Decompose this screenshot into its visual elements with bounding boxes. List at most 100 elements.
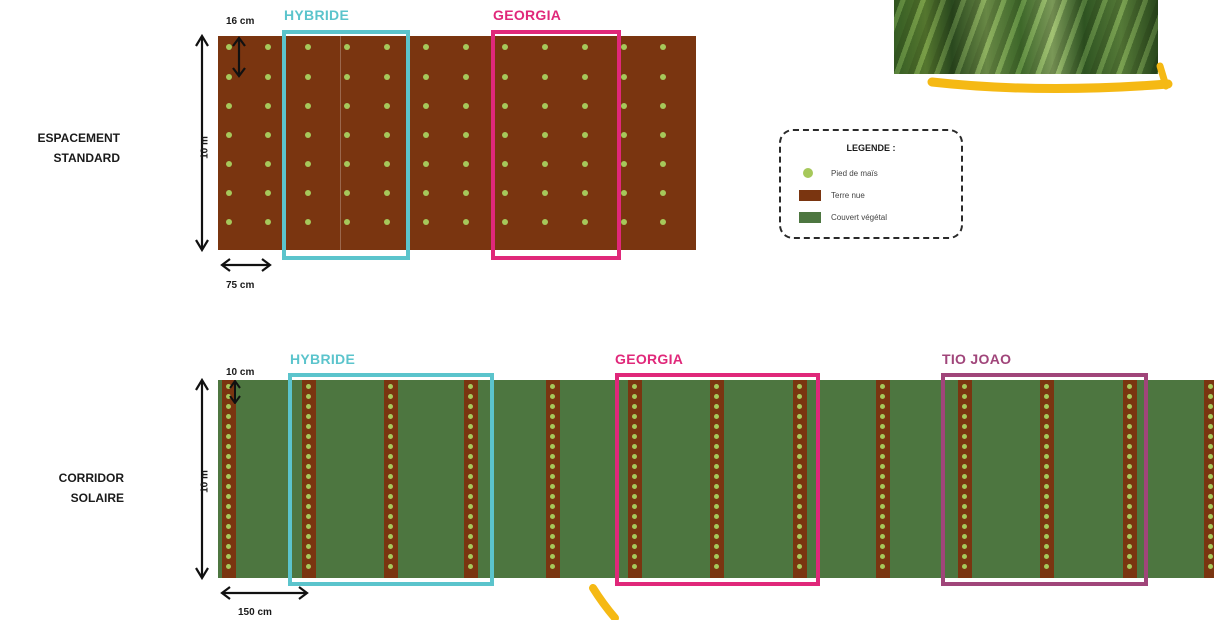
corridor-interrow-label: 150 cm xyxy=(238,607,272,618)
maize-plant xyxy=(226,219,232,225)
bare-soil-swatch xyxy=(799,190,821,201)
maize-plant xyxy=(660,44,666,50)
maize-plant xyxy=(423,44,429,50)
maize-plant xyxy=(226,464,231,469)
maize-plant xyxy=(1208,494,1213,499)
maize-plant xyxy=(880,424,885,429)
corridor-label-line1: CORRIDOR xyxy=(0,468,124,488)
maize-plant xyxy=(621,74,627,80)
maize-plant xyxy=(550,434,555,439)
maize-plant xyxy=(463,132,469,138)
maize-plant xyxy=(1208,504,1213,509)
maize-plant xyxy=(226,494,231,499)
maize-plant xyxy=(621,103,627,109)
standard-side-label: ESPACEMENT STANDARD xyxy=(0,128,120,168)
standard-height-label: 10 m xyxy=(200,133,211,163)
maize-plant xyxy=(880,484,885,489)
maize-plant xyxy=(880,514,885,519)
maize-plant xyxy=(1208,564,1213,569)
maize-plant xyxy=(226,414,231,419)
maize-plant xyxy=(880,464,885,469)
corridor-tio-joao-box xyxy=(941,373,1148,586)
standard-label-line1: ESPACEMENT xyxy=(0,128,120,148)
maize-plant xyxy=(550,454,555,459)
maize-plant xyxy=(621,219,627,225)
maize-plant xyxy=(423,132,429,138)
maize-plant xyxy=(621,44,627,50)
corridor-side-label: CORRIDOR SOLAIRE xyxy=(0,468,124,508)
maize-plant xyxy=(880,394,885,399)
maize-plant xyxy=(265,44,271,50)
maize-plant xyxy=(1208,384,1213,389)
legend-item-cover: Couvert végétal xyxy=(799,210,887,224)
maize-plant xyxy=(1208,514,1213,519)
standard-hybride-box xyxy=(282,30,410,260)
maize-plant xyxy=(265,132,271,138)
maize-plant xyxy=(550,564,555,569)
standard-interrow-label: 75 cm xyxy=(226,280,254,291)
maize-plant xyxy=(550,474,555,479)
maize-plant xyxy=(621,190,627,196)
maize-plant xyxy=(550,494,555,499)
maize-plant xyxy=(660,74,666,80)
maize-plant xyxy=(550,464,555,469)
maize-plant xyxy=(1208,414,1213,419)
maize-plant xyxy=(423,161,429,167)
maize-plant xyxy=(226,444,231,449)
maize-plant xyxy=(226,161,232,167)
cover-crop-swatch xyxy=(799,212,821,223)
maize-plant xyxy=(226,484,231,489)
maize-plant xyxy=(880,404,885,409)
corridor-tio-joao-label: TIO JOAO xyxy=(942,351,1011,367)
maize-plant xyxy=(660,190,666,196)
maize-plant xyxy=(226,103,232,109)
corridor-georgia-label: GEORGIA xyxy=(615,351,683,367)
corridor-spacing-label: 10 cm xyxy=(226,367,254,378)
maize-plant-icon xyxy=(803,168,813,178)
maize-plant xyxy=(463,74,469,80)
maize-plant xyxy=(463,103,469,109)
maize-plant xyxy=(550,534,555,539)
maize-plant xyxy=(1208,394,1213,399)
maize-plant xyxy=(423,190,429,196)
maize-plant xyxy=(1208,554,1213,559)
maize-plant xyxy=(550,414,555,419)
maize-plant xyxy=(1208,434,1213,439)
maize-plant xyxy=(1208,524,1213,529)
legend-item-bare-soil: Terre nue xyxy=(799,188,865,202)
maize-plant xyxy=(621,161,627,167)
maize-plant xyxy=(226,544,231,549)
maize-plant xyxy=(463,44,469,50)
maize-plant xyxy=(1208,544,1213,549)
maize-plant xyxy=(660,219,666,225)
maize-plant xyxy=(226,554,231,559)
maize-plant xyxy=(226,504,231,509)
maize-plant xyxy=(880,414,885,419)
maize-plant xyxy=(226,514,231,519)
maize-plant xyxy=(550,394,555,399)
maize-plant xyxy=(463,190,469,196)
standard-spacing-arrow xyxy=(231,36,247,78)
standard-georgia-label: GEORGIA xyxy=(493,7,561,23)
maize-plant xyxy=(1208,454,1213,459)
maize-plant xyxy=(660,132,666,138)
maize-plant xyxy=(463,161,469,167)
maize-plant xyxy=(463,219,469,225)
maize-plant xyxy=(423,219,429,225)
maize-plant xyxy=(550,544,555,549)
maize-plant xyxy=(550,514,555,519)
maize-plant xyxy=(226,474,231,479)
maize-plant xyxy=(880,434,885,439)
maize-plant xyxy=(880,544,885,549)
maize-plant xyxy=(226,564,231,569)
standard-interrow-arrow xyxy=(220,258,272,272)
maize-plant xyxy=(226,434,231,439)
maize-plant xyxy=(226,454,231,459)
corridor-hybride-box xyxy=(288,373,494,586)
maize-plant xyxy=(226,190,232,196)
maize-plant xyxy=(226,534,231,539)
maize-plant xyxy=(265,103,271,109)
standard-spacing-label: 16 cm xyxy=(226,16,254,27)
corridor-hybride-label: HYBRIDE xyxy=(290,351,355,367)
corridor-spacing-arrow xyxy=(228,380,242,404)
